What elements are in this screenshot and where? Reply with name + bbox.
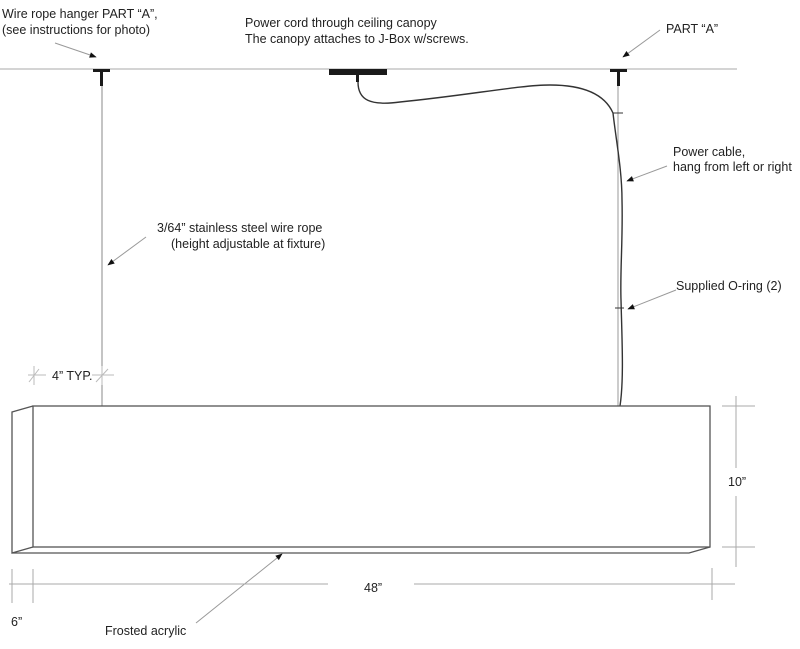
- length-label: 48”: [364, 581, 383, 595]
- wire-rope-leader-arrow: [107, 236, 147, 266]
- light-fixture: [11, 405, 711, 554]
- length-dimension: [9, 568, 735, 603]
- hanger-label-line2: (see instructions for photo): [2, 23, 150, 37]
- typ-dimension: [28, 366, 114, 385]
- wire-rope-label-line1: 3/64” stainless steel wire rope: [157, 221, 323, 235]
- typ-label: 4” TYP.: [52, 369, 93, 383]
- left-hanger-part-a: [93, 69, 110, 86]
- hanger-label-line1: Wire rope hanger PART “A”,: [2, 7, 158, 21]
- power-cable-label-line2: hang from left or right: [673, 160, 792, 174]
- canopy-label-line2: The canopy attaches to J-Box w/screws.: [245, 32, 469, 46]
- height-dimension: [722, 396, 755, 567]
- power-cable-leader-arrow: [626, 165, 668, 182]
- hanger-leader-arrow: [54, 42, 97, 58]
- power-cable-label-line1: Power cable,: [673, 145, 746, 159]
- depth-label: 6”: [11, 615, 23, 629]
- wire-rope-label-line2: (height adjustable at fixture): [171, 237, 326, 251]
- o-ring-leader-arrow: [627, 289, 677, 310]
- right-hanger-part-a: [610, 69, 627, 86]
- height-label: 10”: [728, 475, 747, 489]
- canopy-label-line1: Power cord through ceiling canopy: [245, 16, 437, 30]
- part-a-label: PART “A”: [666, 22, 719, 36]
- ceiling-canopy: [329, 69, 387, 82]
- part-a-leader-arrow: [622, 29, 661, 58]
- acrylic-label: Frosted acrylic: [105, 624, 187, 638]
- power-cord: [357, 81, 624, 407]
- o-ring-label: Supplied O-ring (2): [676, 279, 782, 293]
- acrylic-leader-arrow: [195, 553, 283, 624]
